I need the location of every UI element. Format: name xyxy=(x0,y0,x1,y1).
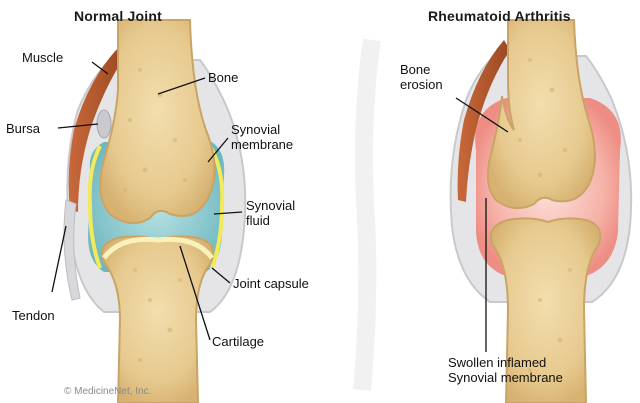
ra-upper-bone-shape xyxy=(486,19,596,210)
bone-texture xyxy=(123,68,187,362)
label-synovial-membrane-line2: membrane xyxy=(231,137,294,152)
label-synovial-membrane-line1: Synovial xyxy=(231,122,281,137)
tendon-shape xyxy=(63,199,81,301)
ra-leader-lines xyxy=(455,97,509,352)
bursa-shape xyxy=(96,109,112,139)
upper-bone-shape xyxy=(99,19,216,225)
copyright-text: © MedicineNet, Inc. xyxy=(64,386,152,397)
normal-joint-figure xyxy=(63,19,247,403)
normal-joint-title: Normal Joint xyxy=(74,8,162,24)
cartilage-shape xyxy=(101,236,215,260)
label-bone-erosion-line1: Bone xyxy=(400,62,431,77)
ra-lower-bone-shape xyxy=(489,217,602,403)
synovial-membrane-left xyxy=(87,145,102,269)
label-bone-erosion-line2: erosion xyxy=(400,77,443,92)
ra-title: Rheumatoid Arthritis xyxy=(428,8,571,24)
label-synovial-fluid-line1: Synovial xyxy=(246,198,296,213)
ra-muscle-shape xyxy=(457,40,510,202)
label-bone: Bone xyxy=(208,70,239,85)
label-muscle: Muscle xyxy=(22,50,64,65)
center-silhouette xyxy=(353,38,381,391)
label-swollen-line1: Swollen inflamed xyxy=(448,355,547,370)
synovial-membrane-right xyxy=(208,144,225,269)
label-bone-erosion: Bone erosion xyxy=(400,62,443,92)
lower-bone-shape xyxy=(100,235,214,403)
label-synovial-membrane: Synovial membrane xyxy=(231,122,293,152)
label-tendon: Tendon xyxy=(12,308,55,323)
label-synovial-fluid-line2: fluid xyxy=(246,213,270,228)
label-cartilage: Cartilage xyxy=(212,334,265,349)
ra-bone-texture xyxy=(518,58,572,372)
label-swollen-line2: Synovial membrane xyxy=(448,370,563,385)
ra-joint-figure xyxy=(449,19,633,403)
label-joint-capsule: Joint capsule xyxy=(233,276,309,291)
label-swollen-synovium: Swollen inflamed Synovial membrane xyxy=(448,355,563,385)
label-bursa: Bursa xyxy=(6,121,40,136)
normal-leader-lines xyxy=(51,61,243,341)
label-synovial-fluid: Synovial fluid xyxy=(246,198,295,228)
